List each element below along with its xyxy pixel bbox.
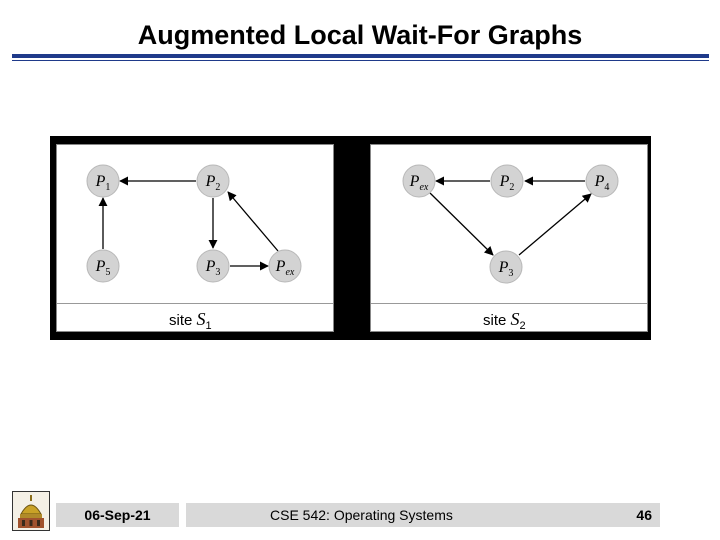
svg-text:P3: P3 [205, 258, 221, 278]
node-p2: P2 [490, 164, 524, 198]
page-number: 46 [636, 507, 652, 523]
node-p3: P3 [196, 249, 230, 283]
title-rule-thin [12, 60, 709, 61]
site-s2-panel: Pex P2 P4 P3 site S2 [370, 144, 648, 332]
svg-text:P5: P5 [95, 258, 111, 278]
node-p1: P1 [86, 164, 120, 198]
site-s1-panel: P1 P2 P5 P3 Pex site S1 [56, 144, 334, 332]
slide-title: Augmented Local Wait-For Graphs [137, 20, 583, 50]
wait-for-graph-figure: P1 P2 P5 P3 Pex site S1 [50, 136, 651, 340]
footer-course: CSE 542: Operating Systems [270, 507, 453, 523]
svg-text:P2: P2 [205, 173, 221, 193]
site-s1-edges [98, 176, 279, 271]
svg-text:P2: P2 [499, 173, 515, 193]
svg-text:P4: P4 [594, 173, 610, 193]
title-rule [12, 54, 709, 58]
university-dome-logo-icon [12, 491, 50, 531]
site-s2-edges [429, 176, 592, 256]
node-p3: P3 [489, 250, 523, 284]
edge-pex-to-p3 [429, 192, 494, 256]
site-s2-graph: Pex P2 P4 P3 [402, 164, 619, 284]
node-p5: P5 [86, 249, 120, 283]
edge-pex-to-p2 [227, 191, 279, 252]
node-p2: P2 [196, 164, 230, 198]
node-p4: P4 [585, 164, 619, 198]
footer-date: 06-Sep-21 [56, 503, 179, 527]
svg-text:Pex: Pex [409, 173, 429, 193]
svg-text:P3: P3 [498, 259, 514, 279]
node-pex: Pex [402, 164, 436, 198]
svg-text:Pex: Pex [275, 258, 295, 278]
site-s1-graph: P1 P2 P5 P3 Pex [86, 164, 302, 283]
footer-bar: CSE 542: Operating Systems 46 [186, 503, 660, 527]
node-pex: Pex [268, 249, 302, 283]
site-s1-label: site S1 [169, 309, 212, 332]
edge-p3-to-p4 [518, 193, 592, 256]
site-s2-label: site S2 [483, 309, 526, 332]
svg-text:P1: P1 [95, 173, 111, 193]
